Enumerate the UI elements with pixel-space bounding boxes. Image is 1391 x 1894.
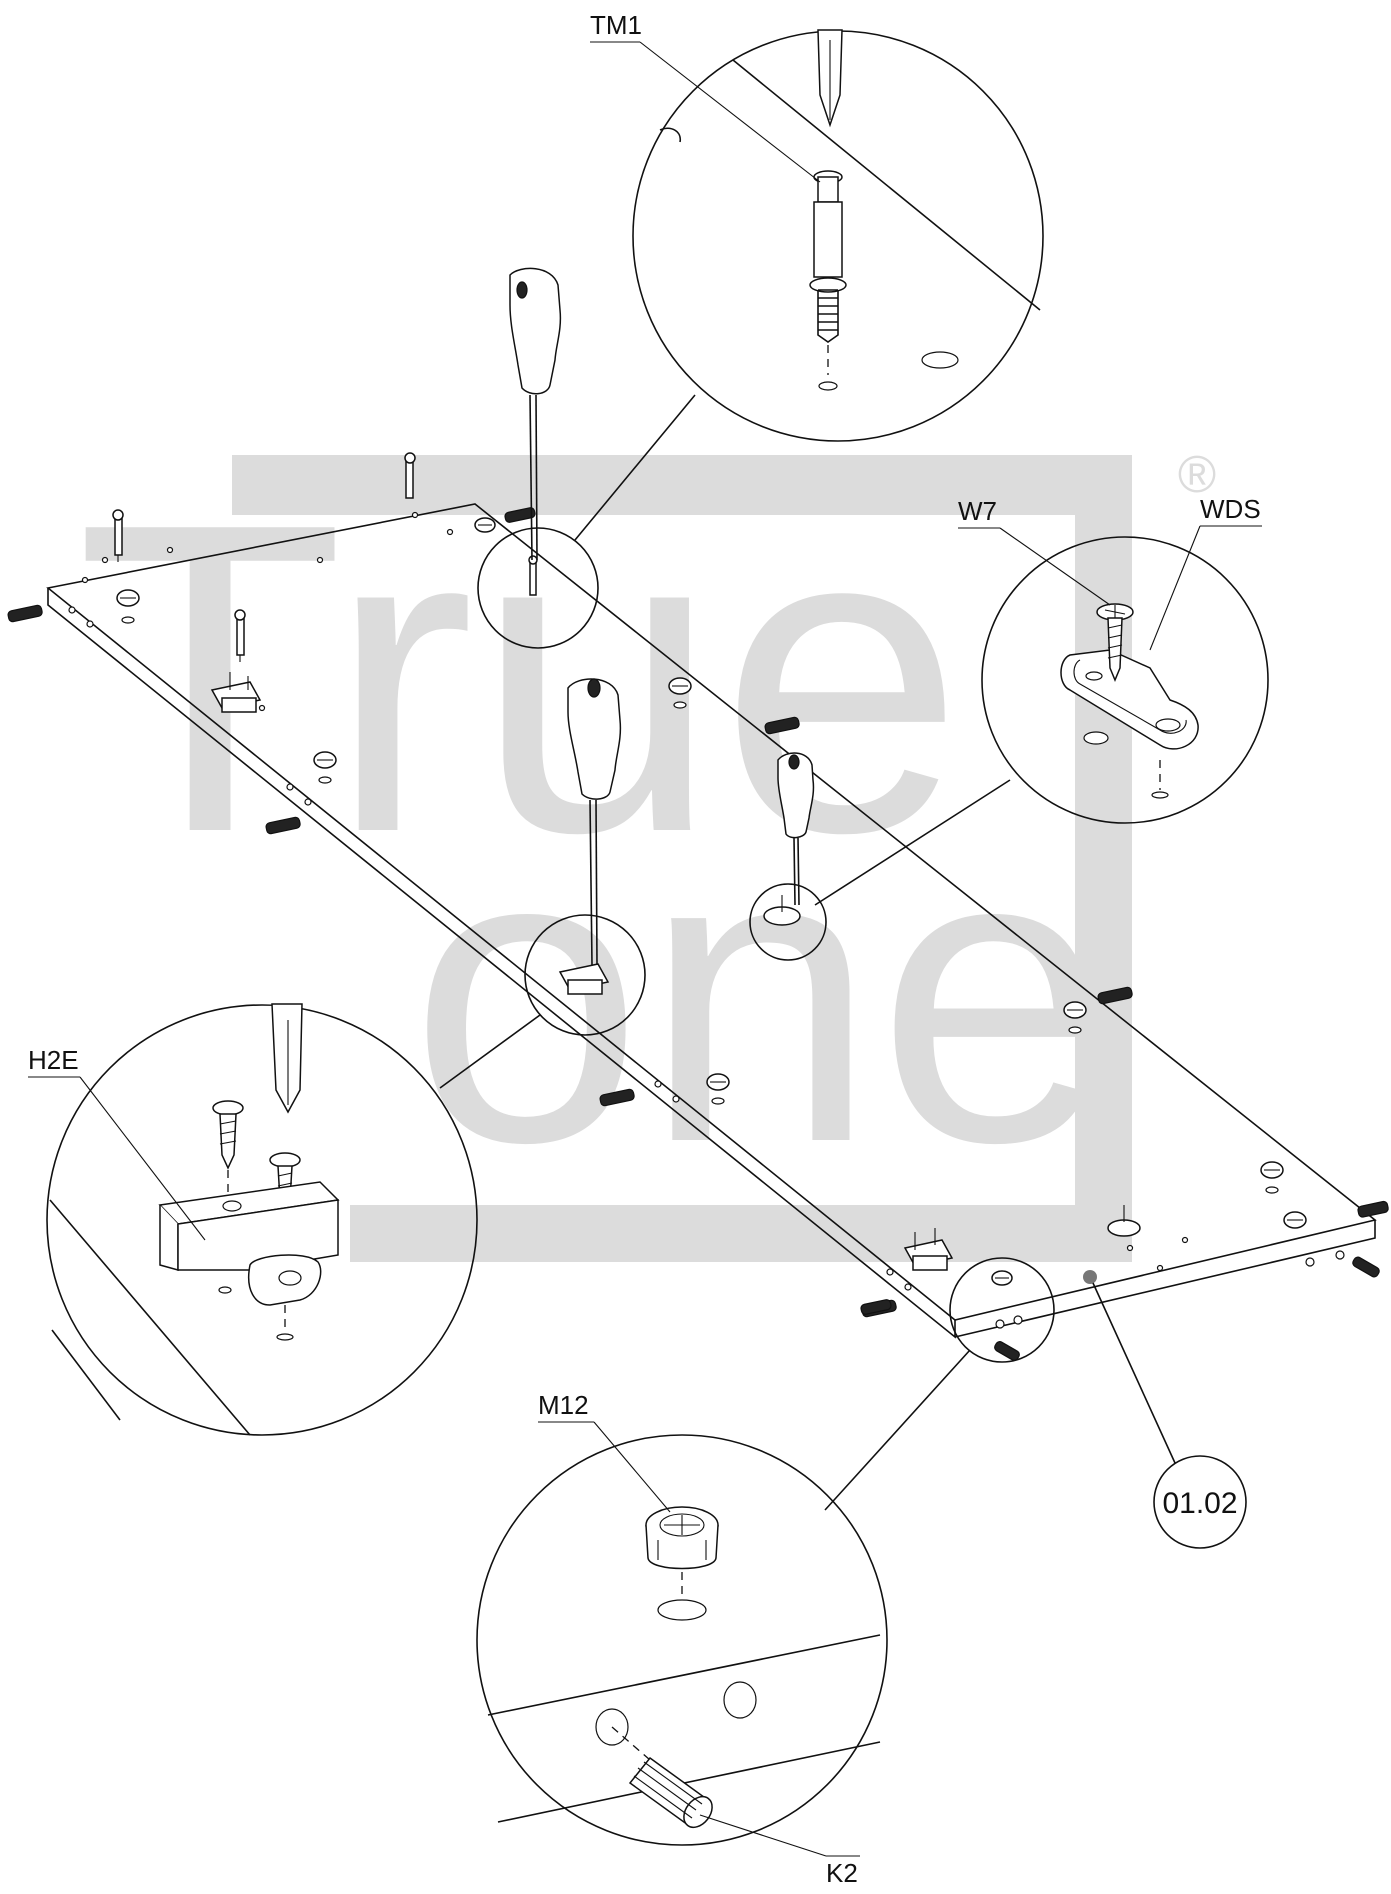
detail-circle-wds [749, 883, 827, 961]
callout-label-h2e: H2E [28, 1045, 79, 1075]
wds-support [1060, 649, 1199, 750]
callout-label-k2: K2 [826, 1858, 858, 1888]
detail-tm1 [632, 29, 1044, 442]
cam-fitting-5 [1063, 1001, 1087, 1034]
dowel-4 [764, 716, 800, 735]
screwdriver-1 [509, 267, 562, 561]
panel-shelf-supports [763, 895, 1141, 1237]
detail-circle-tm1 [477, 527, 599, 649]
watermark-logo: True one ® [76, 433, 1216, 1262]
callout-label-tm1: TM1 [590, 10, 642, 40]
main-panel [46, 503, 1377, 1339]
hinge-plate-3 [558, 963, 610, 995]
callout-label-m12: M12 [538, 1390, 589, 1420]
callout-tm1: TM1 [590, 10, 821, 183]
pin-connector-3 [234, 609, 246, 662]
cam-fitting-7 [1260, 1161, 1284, 1194]
dowels-group [7, 507, 1389, 1361]
screwdriver-2 [567, 678, 622, 966]
dowel-3 [504, 507, 536, 523]
dowel-1 [7, 604, 43, 623]
h2e-screw-1 [212, 1100, 244, 1170]
callout-wds: WDS [1149, 494, 1262, 651]
screwdriver-3 [777, 752, 815, 906]
panel-edge-holes [68, 606, 1345, 1329]
panel-surface-holes [81, 511, 1189, 1272]
cam-fitting-4 [668, 677, 692, 709]
callout-h2e: H2E [28, 1045, 206, 1241]
dowel-5 [599, 1088, 635, 1107]
registered-mark: ® [1178, 446, 1216, 504]
hinge-plate-2 [903, 1228, 954, 1271]
detail-m12-k2 [476, 1434, 888, 1846]
cam-fitting-1 [116, 589, 140, 624]
k2-dowel [628, 1756, 713, 1829]
detail-h2e [46, 1003, 478, 1436]
detail-circle-h2e [524, 914, 646, 1036]
pin-connector-2 [404, 452, 416, 499]
callout-label-wds: WDS [1200, 494, 1261, 524]
dowel-10 [1352, 1256, 1380, 1278]
step-badge: 01.02 [1083, 1270, 1247, 1549]
h2e-hinge-plate [158, 1181, 340, 1306]
dowel-11 [860, 1299, 892, 1315]
callout-label-w7: W7 [958, 496, 997, 526]
detail-wds [981, 536, 1269, 824]
cam-fitting-2 [474, 517, 496, 533]
step-number: 01.02 [1162, 1487, 1237, 1520]
dowel-8 [1357, 1200, 1389, 1218]
detail-circle-m12 [949, 1257, 1055, 1363]
w7-screw [1096, 603, 1134, 682]
hinge-plate-1 [210, 672, 262, 713]
dowel-9 [994, 1341, 1020, 1361]
step-marker-dot [1083, 1270, 1097, 1284]
cam-fitting-3 [313, 751, 337, 784]
callout-m12: M12 [538, 1390, 671, 1513]
hinge-plates [210, 672, 954, 1271]
cam-fitting-9 [991, 1270, 1013, 1286]
watermark-brand-line2: one [410, 761, 1111, 1230]
cam-fitting-6 [706, 1073, 730, 1105]
wds-on-panel-2 [1107, 1205, 1141, 1237]
tm1-pin [809, 170, 847, 343]
dowel-6 [1097, 986, 1133, 1005]
cam-fitting-8 [1283, 1211, 1307, 1229]
callout-w7: W7 [958, 496, 1111, 606]
pin-connector-4 [528, 555, 538, 596]
wds-on-panel-1 [763, 895, 801, 926]
dowel-2 [265, 816, 301, 835]
callout-k2: K2 [699, 1814, 860, 1888]
cam-fittings [116, 517, 1307, 1286]
pin-connector-1 [112, 509, 124, 562]
pin-connectors [112, 452, 538, 662]
detail-leader-lines [439, 394, 1011, 1511]
panel-detail-circles [477, 527, 1055, 1363]
m12-cam [645, 1506, 719, 1570]
